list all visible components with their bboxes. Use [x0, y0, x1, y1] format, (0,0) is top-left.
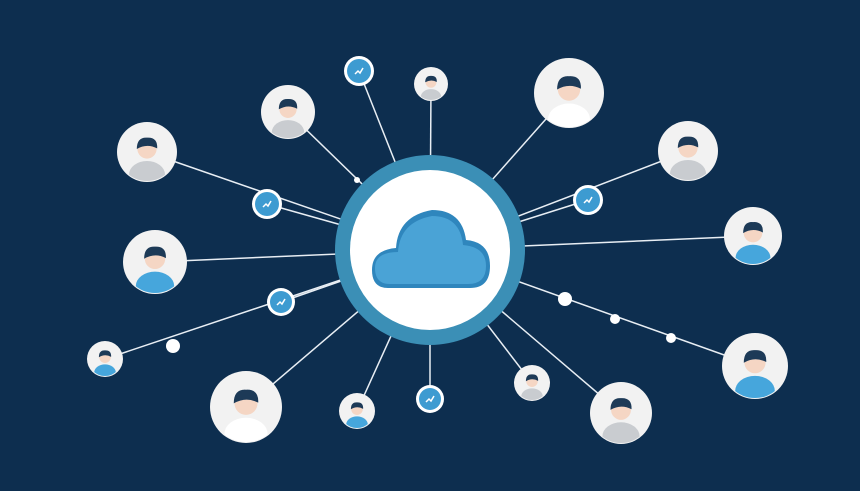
connection-dot: [610, 314, 620, 324]
connection-dot: [666, 333, 676, 343]
person-icon: [224, 389, 268, 442]
chart-icon[interactable]: [416, 385, 444, 413]
user-avatar[interactable]: [534, 58, 604, 135]
user-avatar[interactable]: [117, 122, 177, 188]
cloud-icon: [372, 210, 490, 288]
person-icon: [346, 402, 368, 428]
connection-dots: [166, 177, 676, 353]
person-icon: [94, 350, 116, 376]
user-avatar[interactable]: [87, 341, 123, 381]
person-icon: [271, 99, 305, 138]
person-icon: [548, 76, 590, 127]
person-icon: [135, 246, 175, 293]
user-avatar[interactable]: [658, 121, 718, 187]
link-icon[interactable]: [267, 288, 295, 316]
connection-dot: [354, 177, 360, 183]
person-icon: [521, 374, 543, 400]
person-icon: [602, 398, 640, 443]
person-icon: [735, 222, 771, 264]
user-avatars: [87, 58, 788, 450]
feature-icons: [252, 56, 603, 413]
user-avatar[interactable]: [210, 371, 282, 450]
user-avatar[interactable]: [414, 67, 448, 104]
connection-dot: [166, 339, 180, 353]
user-avatar[interactable]: [261, 85, 315, 144]
phone-icon[interactable]: [252, 189, 282, 219]
user-avatar[interactable]: [590, 382, 652, 450]
user-avatar[interactable]: [722, 333, 788, 406]
user-avatar[interactable]: [123, 230, 187, 300]
user-avatar[interactable]: [339, 393, 375, 433]
person-icon: [670, 136, 706, 180]
cloud-hub: [335, 155, 525, 345]
chat-icon[interactable]: [344, 56, 374, 86]
person-icon: [735, 350, 775, 398]
user-avatar[interactable]: [514, 365, 550, 405]
person-icon: [129, 137, 165, 181]
cart-icon[interactable]: [573, 185, 603, 215]
person-icon: [420, 75, 442, 100]
user-avatar[interactable]: [724, 207, 782, 271]
connection-dot: [558, 292, 572, 306]
